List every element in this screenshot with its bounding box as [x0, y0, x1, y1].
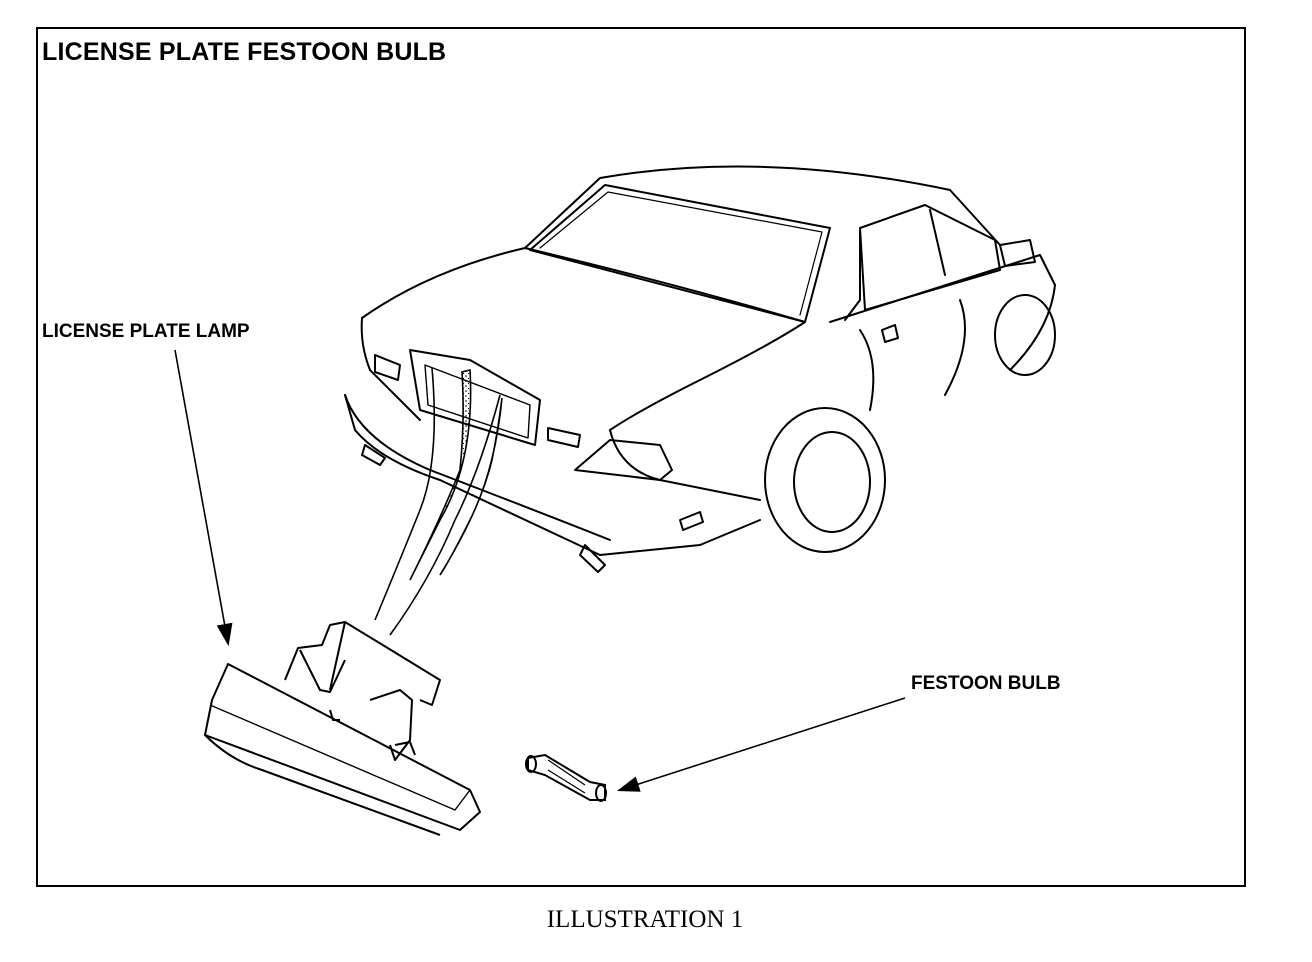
festoon-bulb-illustration [525, 753, 607, 802]
explode-lines [374, 367, 503, 636]
car-illustration [344, 165, 1056, 573]
license-plate-lamp-label: LICENSE PLATE LAMP [42, 321, 250, 342]
diagram-title: LICENSE PLATE FESTOON BULB [42, 38, 447, 66]
festoon-bulb-label: FESTOON BULB [911, 673, 1061, 694]
illustration-caption: ILLUSTRATION 1 [546, 906, 744, 933]
license-plate-lamp-illustration [204, 621, 481, 836]
bulb-leader-arrow [616, 697, 906, 792]
lamp-leader-arrow [174, 349, 233, 647]
diagram-frame [36, 27, 1246, 887]
